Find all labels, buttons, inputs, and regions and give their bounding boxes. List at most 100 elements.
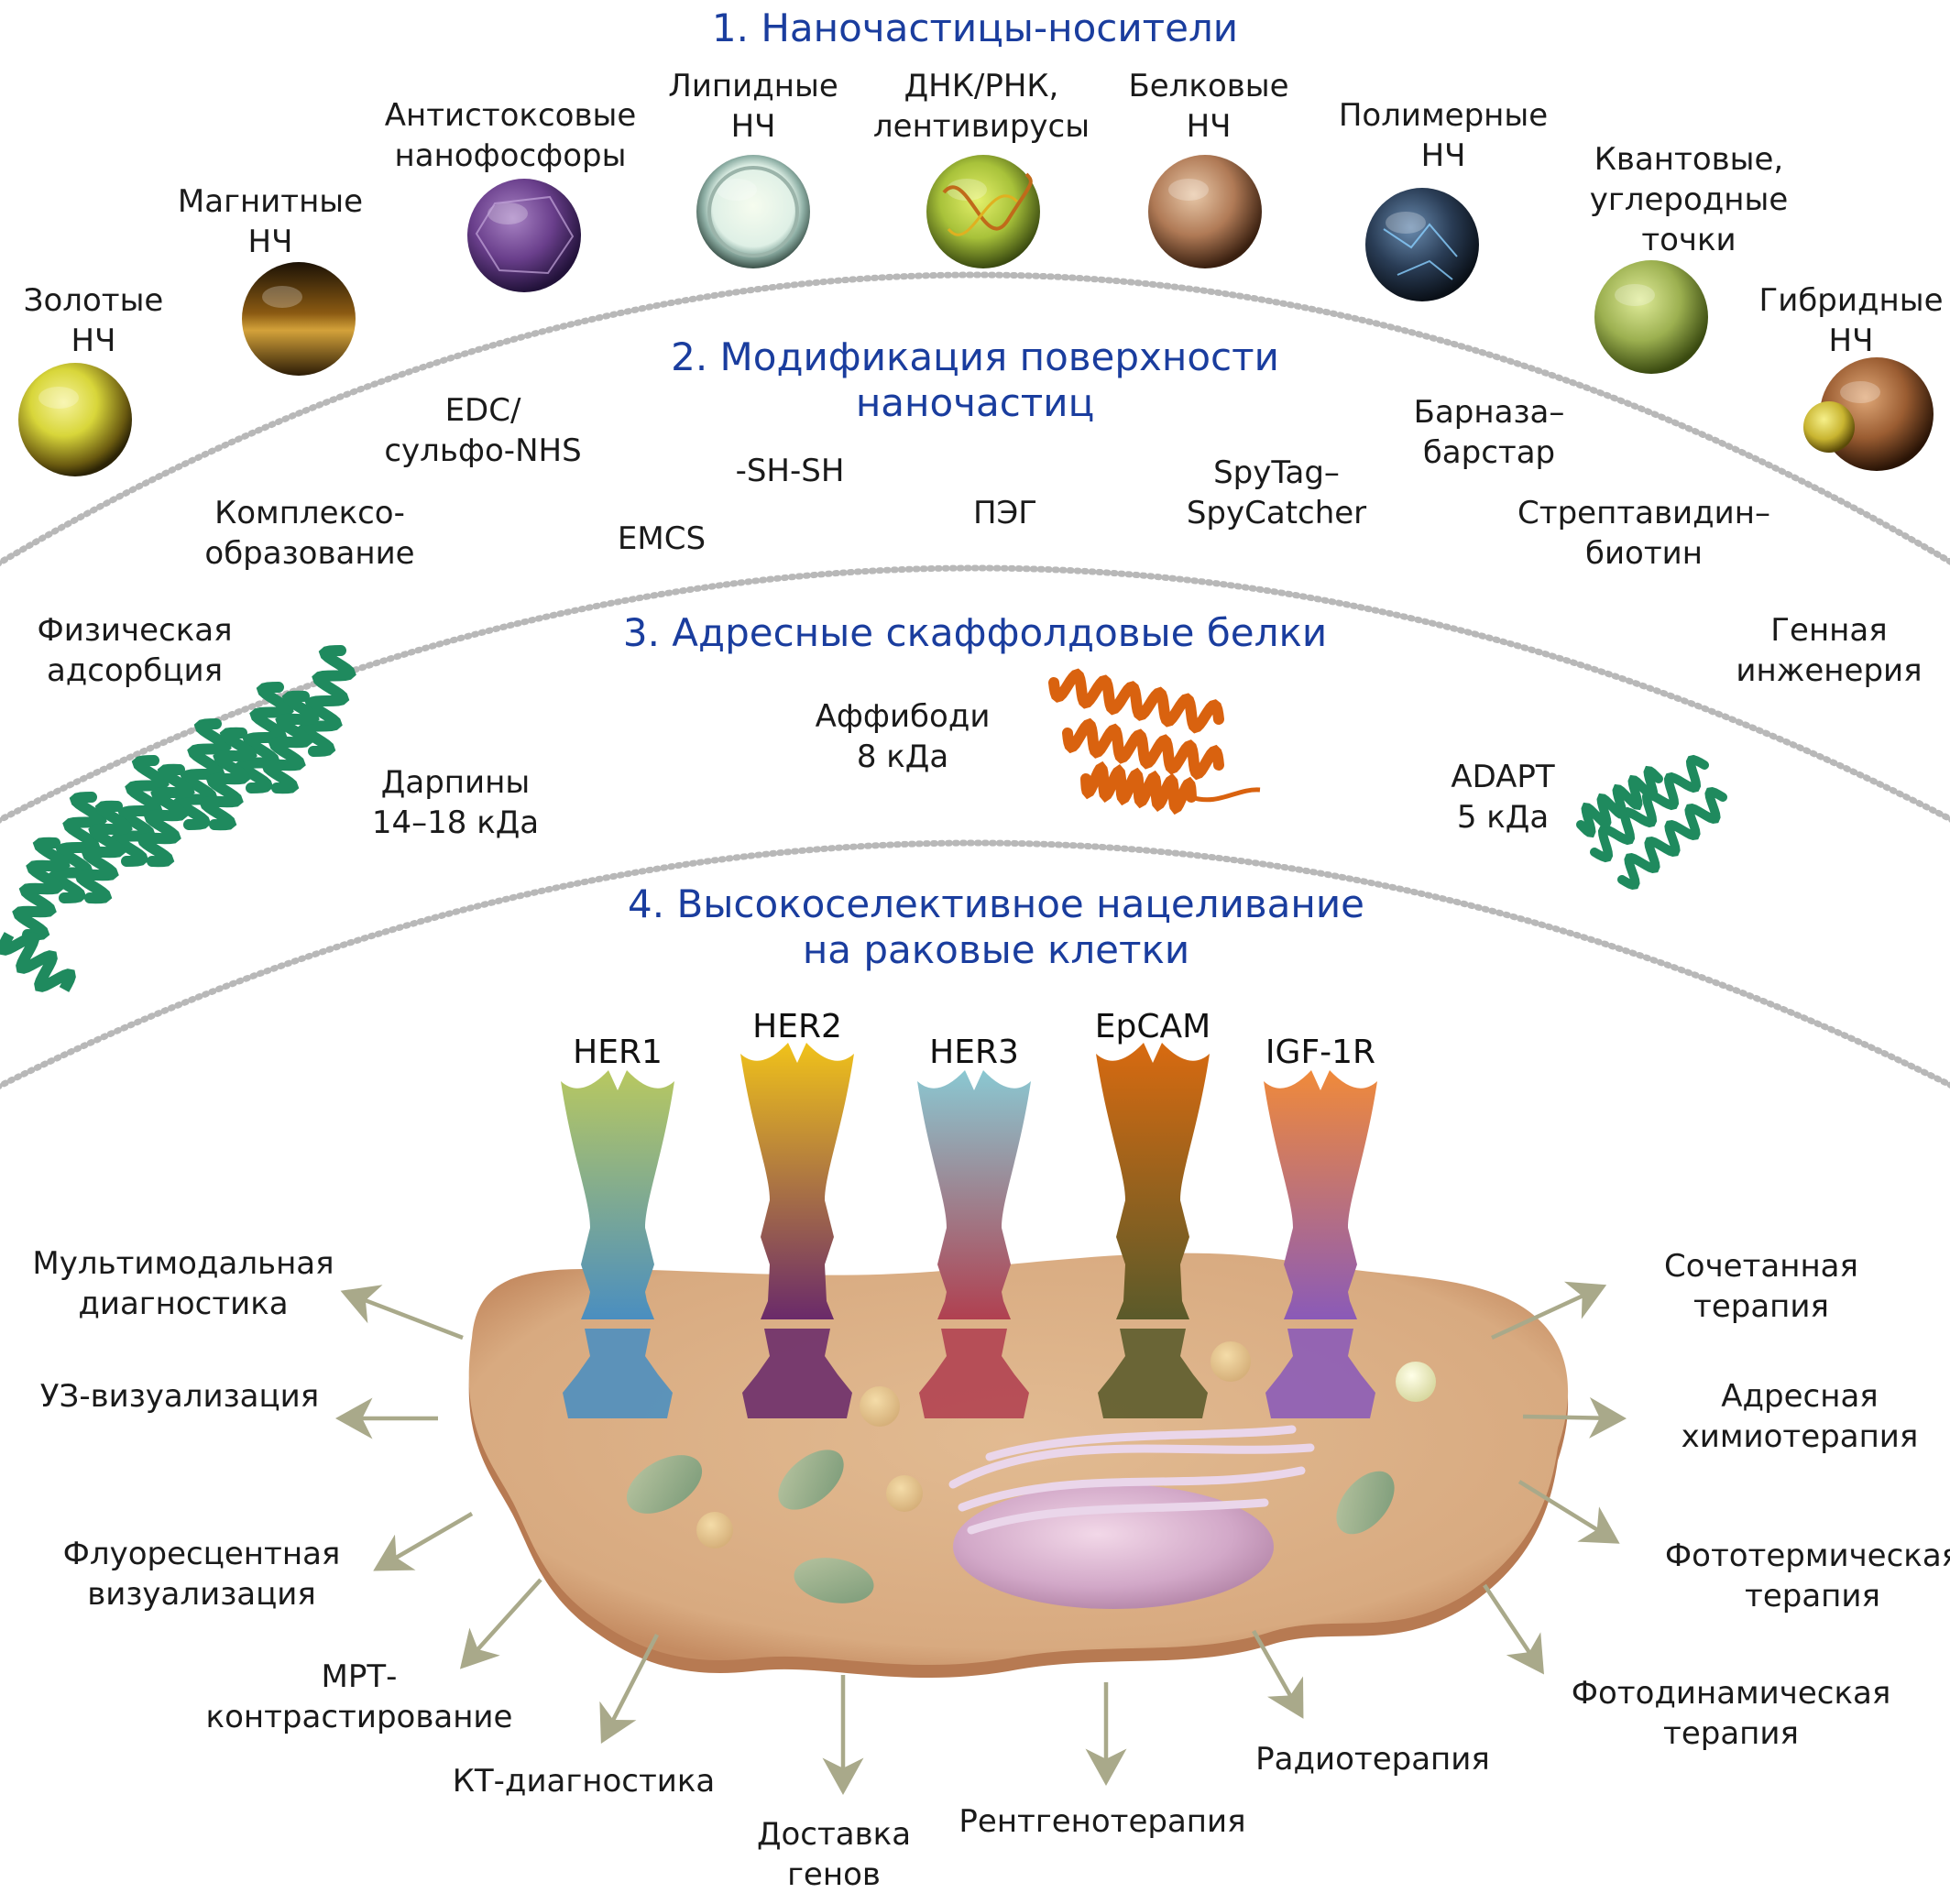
modification-label-shsh: -SH-SH xyxy=(736,451,845,491)
application-label-xray-therapy: Рентгенотерапия xyxy=(959,1801,1245,1842)
modification-label-complex: Комплексо-образование xyxy=(204,493,414,574)
vesicle xyxy=(886,1475,923,1512)
section-title-targeting-line: на раковые клетки xyxy=(802,927,1190,972)
darpin-repeat-helix xyxy=(111,755,170,867)
arrow-icon-12 xyxy=(1491,1281,1607,1340)
label-line: Комплексо- xyxy=(214,495,405,531)
label-line: Доставка xyxy=(756,1816,912,1853)
darpin-repeat-helix xyxy=(74,800,133,904)
label-line: Аффибоди xyxy=(815,698,991,735)
adapt-helix-3 xyxy=(1576,765,1663,838)
polymer-nanoparticle-icon xyxy=(1365,188,1479,301)
label-line: углеродные xyxy=(1589,181,1789,218)
darpin-repeat-helix xyxy=(173,718,232,830)
section-title-surface-line: 2. Модификация поверхности xyxy=(671,334,1279,379)
receptor-icon-igf-1r xyxy=(1264,1070,1377,1319)
label-line: Фототермическая xyxy=(1664,1537,1950,1574)
label-line: 8 кДа xyxy=(856,739,949,775)
label-line: КТ-диагностика xyxy=(452,1763,716,1800)
label-line: SpyTag– xyxy=(1213,454,1340,491)
mitochondrion xyxy=(626,1455,703,1514)
label-line: Рентгенотерапия xyxy=(959,1803,1246,1840)
label-line: Квантовые, xyxy=(1594,141,1784,178)
dna-helix-strand xyxy=(947,194,1019,236)
lipid-nanoparticle-icon xyxy=(696,155,810,268)
lipid-bilayer-ring xyxy=(707,166,799,257)
arrow-icon-1 xyxy=(340,1285,464,1340)
label-line: биотин xyxy=(1584,535,1703,572)
label-line: Барназа– xyxy=(1413,394,1565,431)
receptor-icon-her1 xyxy=(561,1070,674,1319)
label-line: НЧ xyxy=(71,323,116,359)
affibody-helix-2 xyxy=(1062,717,1224,781)
arrow-icon-10 xyxy=(1517,1480,1620,1544)
darpin-repeat-helix xyxy=(298,645,356,757)
application-label-ct: КТ-диагностика xyxy=(453,1761,715,1801)
label-line: EDC/ xyxy=(444,392,521,429)
crystal-facet-lines xyxy=(475,195,575,275)
endoplasmic-reticulum xyxy=(985,1425,1297,1461)
vesicle xyxy=(1396,1362,1436,1402)
arrow-icon-4 xyxy=(459,1578,542,1669)
label-line: Дарпины xyxy=(380,764,531,801)
receptor-label-igf1r: IGF-1R xyxy=(1265,1034,1376,1071)
receptor-intracellular-domain xyxy=(1098,1329,1208,1418)
modification-label-emcs: EMCS xyxy=(618,519,706,559)
hybrid-core-sphere-icon xyxy=(1803,401,1855,453)
adapt-helix-1 xyxy=(1590,754,1709,863)
label-line: терапия xyxy=(1663,1715,1799,1752)
label-line: нанофосфоры xyxy=(394,137,627,174)
quantum-dot-icon xyxy=(1594,260,1708,374)
label-line: SpyCatcher xyxy=(1186,495,1367,531)
section-title-carriers: 1. Наночастицы-носители xyxy=(711,5,1239,50)
label-line: точки xyxy=(1641,222,1736,258)
endoplasmic-reticulum xyxy=(958,1466,1306,1512)
label-line: МРТ- xyxy=(321,1658,398,1695)
modification-label-streptavidin: Стрептавидин– биотин xyxy=(1517,493,1770,574)
darpin-repeat-helix xyxy=(236,682,294,793)
label-line: сульфо-NHS xyxy=(384,432,582,469)
label-line: Радиотерапия xyxy=(1255,1741,1490,1778)
darpin-repeat-helix xyxy=(137,763,195,868)
application-label-ultrasound: УЗ-визуализация xyxy=(40,1376,319,1417)
adapt-helix-2 xyxy=(1617,786,1727,891)
application-arrows xyxy=(335,1281,1627,1795)
label-line: 14–18 кДа xyxy=(371,804,540,841)
arrow-icon-8 xyxy=(1252,1629,1304,1719)
label-line: Физическая xyxy=(37,612,233,649)
vesicle xyxy=(860,1386,900,1427)
receptor-intracellular-domain xyxy=(919,1329,1029,1418)
receptor-icon-her2 xyxy=(740,1043,854,1319)
label-line: Стрептавидин– xyxy=(1517,495,1770,531)
sphere-highlight xyxy=(1840,381,1880,403)
label-line: НЧ xyxy=(247,224,293,260)
section-title-surface: 2. Модификация поверхности наночастиц xyxy=(671,334,1279,426)
label-line: лентивирусы xyxy=(872,108,1090,145)
affibody-helix-1 xyxy=(1048,668,1224,734)
scaffold-label-affibody: Аффибоди 8 кДа xyxy=(816,696,991,777)
vesicle xyxy=(696,1512,733,1548)
label-line: НЧ xyxy=(730,108,776,145)
dna-helix-strand xyxy=(942,172,1033,231)
label-line: Фотодинамическая xyxy=(1571,1675,1891,1712)
darpin-repeat-helix xyxy=(12,837,71,941)
section-title-targeting: 4. Высокоселективное нацеливание на рако… xyxy=(628,881,1364,973)
darpin-repeat-helix xyxy=(261,690,320,794)
magnetic-nanoparticle-icon xyxy=(242,262,356,376)
label-line: EMCS xyxy=(617,520,707,557)
darpin-cap-helix xyxy=(0,932,76,992)
sphere-highlight xyxy=(38,387,79,409)
label-line: Антистоксовые xyxy=(384,97,637,134)
receptor-intracellular-domain xyxy=(1265,1329,1375,1418)
receptor-intracellular-domain xyxy=(563,1329,673,1418)
arrow-icon-9 xyxy=(1483,1583,1544,1675)
label-line: НЧ xyxy=(1828,323,1874,359)
label-line: 5 кДа xyxy=(1456,799,1550,836)
label-line: Гибридные xyxy=(1758,282,1944,319)
